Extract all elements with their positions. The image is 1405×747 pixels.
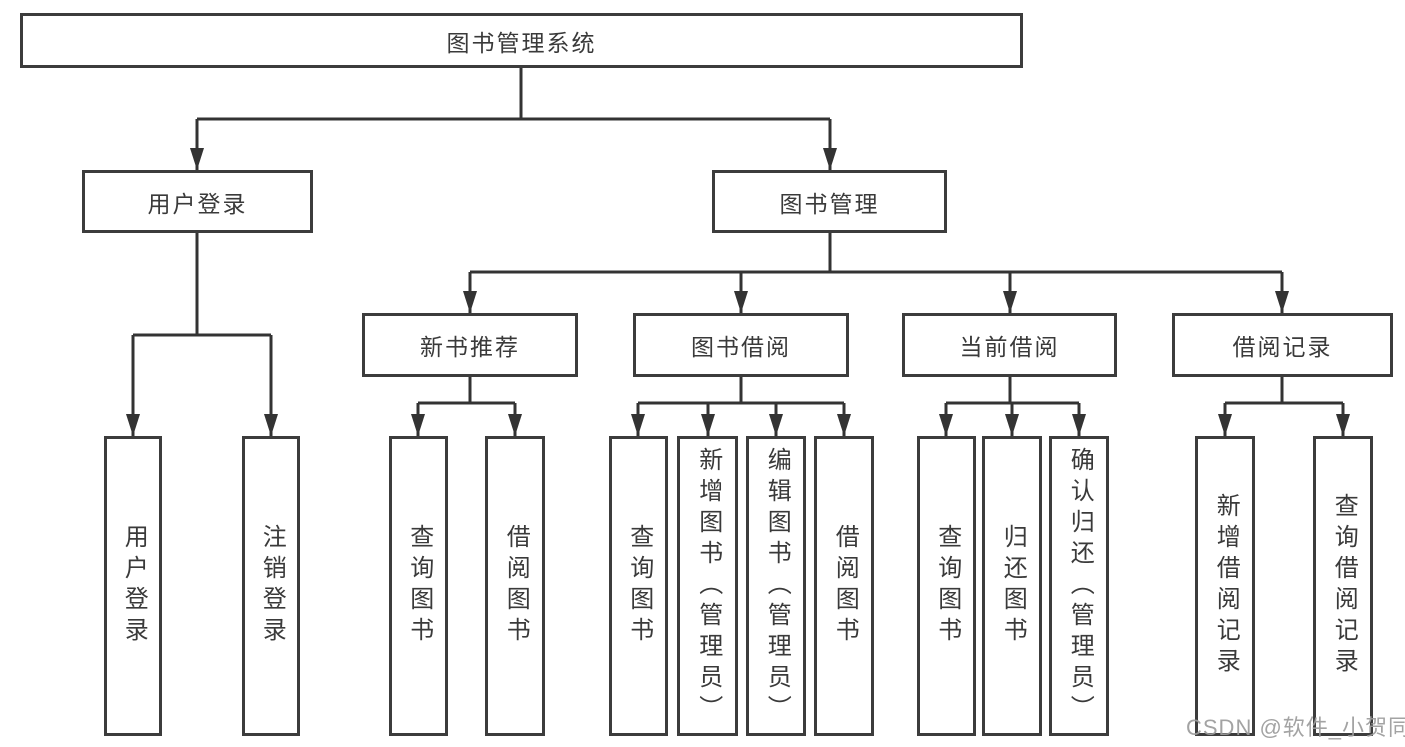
connector-new-book-recommend-split	[418, 377, 515, 405]
connector-user-login-split	[133, 233, 271, 337]
node-label: 查询图书	[933, 524, 961, 648]
node-label: 新书推荐	[420, 334, 520, 360]
node-user-login: 用户登录	[82, 170, 313, 233]
leaf-bb-query-book: 查询图书	[609, 436, 668, 736]
leaf-br-add-record: 新增借阅记录	[1195, 436, 1255, 736]
node-label: 用户登录	[147, 190, 248, 217]
node-borrow-record: 借阅记录	[1172, 313, 1393, 377]
leaf-user-login: 用户登录	[104, 436, 162, 736]
leaf-bb-add-book-admin: 新增图书（管理员）	[677, 436, 738, 736]
leaf-logout-login: 注销登录	[242, 436, 300, 736]
node-label: 查询图书	[405, 524, 433, 648]
watermark: CSDN @软件_小贺同学	[1186, 715, 1405, 740]
leaf-nbr-borrow-book: 借阅图书	[485, 436, 545, 736]
node-label: 图书管理	[779, 190, 880, 217]
node-new-book-recommend: 新书推荐	[362, 313, 578, 377]
node-label: 用户登录	[120, 524, 148, 648]
node-label: 查询图书	[625, 524, 653, 648]
node-current-borrow: 当前借阅	[902, 313, 1117, 377]
leaf-bb-edit-book-admin: 编辑图书（管理员）	[746, 436, 806, 736]
leaf-cb-query-book: 查询图书	[917, 436, 976, 736]
node-label: 借阅图书	[502, 524, 530, 648]
node-label: 图书管理系统	[446, 29, 597, 56]
connector-borrow-record-split	[1225, 377, 1343, 405]
node-label: 新增借阅记录	[1212, 493, 1240, 679]
node-book-borrow: 图书借阅	[633, 313, 849, 377]
leaf-cb-return-book: 归还图书	[982, 436, 1042, 736]
node-label: 归还图书	[999, 524, 1027, 648]
node-label: 确认归还（管理员）	[1066, 446, 1094, 726]
node-root-system: 图书管理系统	[20, 13, 1023, 68]
node-label: 注销登录	[258, 524, 286, 648]
node-label: 借阅记录	[1232, 334, 1333, 360]
node-label: 编辑图书（管理员）	[763, 446, 791, 726]
connector-root-split	[197, 68, 830, 121]
node-label: 借阅图书	[831, 524, 859, 648]
leaf-bb-borrow-book: 借阅图书	[814, 436, 874, 736]
node-label: 新增图书（管理员）	[694, 446, 722, 726]
node-label: 当前借阅	[959, 334, 1060, 360]
leaf-nbr-query-book: 查询图书	[389, 436, 448, 736]
connector-book-borrow-split	[638, 377, 844, 405]
node-label: 查询借阅记录	[1330, 493, 1358, 679]
leaf-cb-confirm-return-admin: 确认归还（管理员）	[1049, 436, 1109, 736]
node-book-management: 图书管理	[712, 170, 947, 233]
connector-current-borrow-split	[946, 377, 1079, 405]
node-label: 图书借阅	[691, 334, 791, 360]
leaf-br-query-record: 查询借阅记录	[1313, 436, 1373, 736]
connector-book-management-split	[470, 233, 1282, 274]
